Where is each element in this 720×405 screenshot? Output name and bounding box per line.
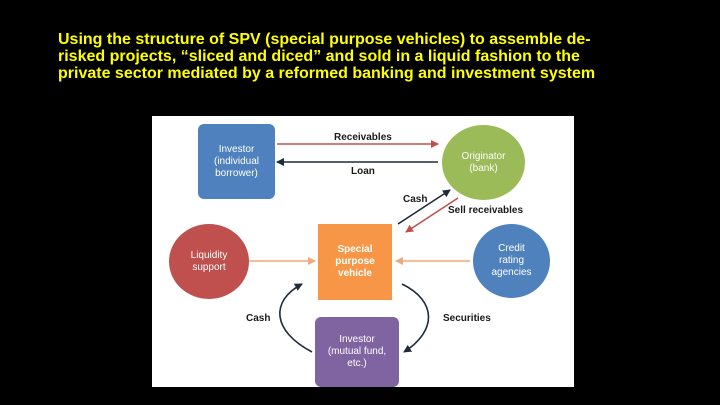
slide-title: Using the structure of SPV (special purp…	[58, 31, 698, 82]
node-originator: Originator (bank)	[442, 125, 525, 200]
label-cash-top: Cash	[403, 194, 428, 205]
title-line-3: private sector mediated by a reformed ba…	[58, 65, 596, 82]
node-investor-fund: Investor (mutual fund, etc.)	[315, 317, 399, 387]
label-loan: Loan	[351, 166, 375, 177]
spv-diagram: Investor (individual borrower) Originato…	[152, 116, 574, 387]
arrow-cash-top	[397, 189, 451, 225]
node-special-purpose-vehicle: Special purpose vehicle	[318, 224, 392, 300]
node-investor-individual: Investor (individual borrower)	[198, 124, 275, 199]
diagram-arrows	[247, 140, 470, 353]
title-line-2: risked projects, “sliced and diced” and …	[58, 48, 580, 65]
label-securities: Securities	[443, 313, 491, 324]
label-sell-receivables: Sell receivables	[448, 205, 524, 216]
title-line-1: Using the structure of SPV (special purp…	[58, 31, 591, 48]
label-cash-left: Cash	[246, 313, 271, 324]
node-liquidity-support: Liquidity support	[169, 224, 249, 299]
arrow-sell-receivables	[405, 197, 459, 233]
label-receivables: Receivables	[334, 132, 392, 143]
node-credit-rating-agencies: Credit rating agencies	[473, 224, 550, 298]
arrow-cash-left	[279, 283, 313, 353]
arrow-securities	[401, 283, 430, 353]
